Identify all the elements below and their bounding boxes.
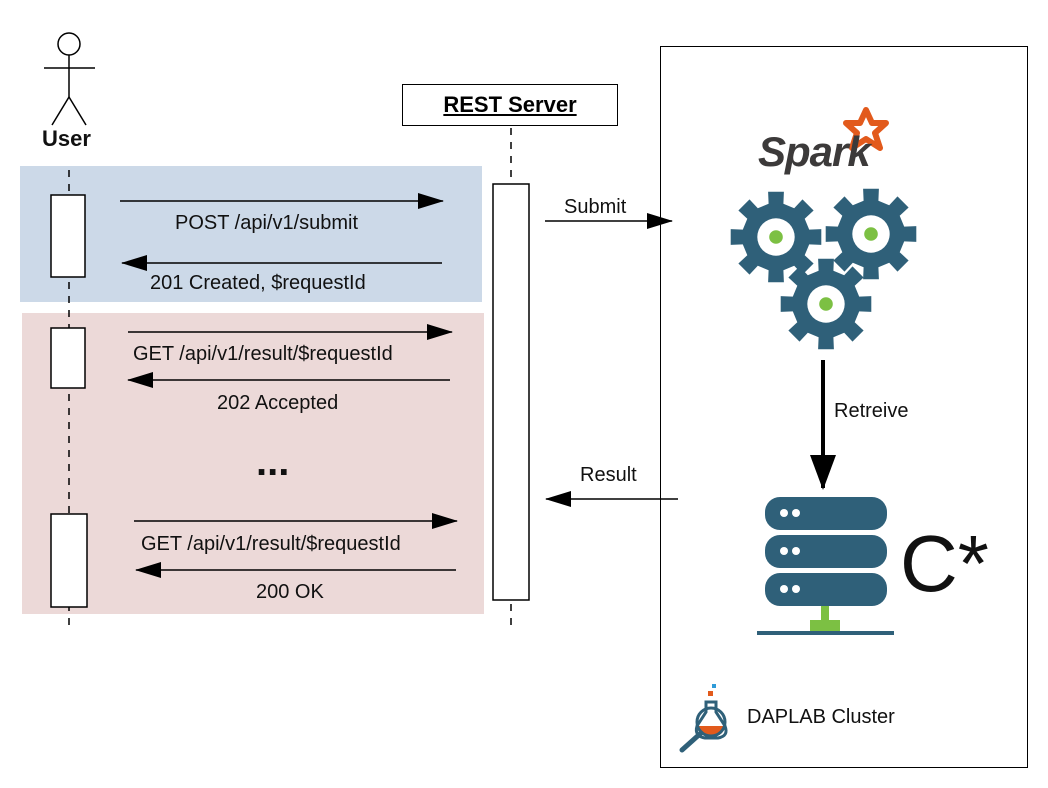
get-result-2-label: GET /api/v1/result/$requestId (141, 533, 401, 555)
submit-label: Submit (564, 196, 627, 218)
rest-server-title: REST Server (443, 92, 577, 117)
spark-star-icon (843, 107, 889, 151)
gear-icon (730, 188, 917, 350)
cassandra-logo-text: C* (900, 519, 989, 608)
ok-label: 200 OK (256, 581, 324, 603)
retrieve-arrow-head (810, 455, 836, 490)
accepted-label: 202 Accepted (217, 392, 339, 414)
cluster-name-label: DAPLAB Cluster (747, 706, 895, 728)
user-activation-2 (50, 327, 86, 389)
user-activation-3 (50, 513, 88, 608)
server-activation (492, 183, 530, 601)
polling-phase-band (22, 313, 484, 614)
post-submit-label: POST /api/v1/submit (175, 212, 359, 234)
stick-figure-icon (44, 32, 95, 126)
database-server-icon (757, 497, 894, 635)
submit-phase-band (20, 166, 482, 302)
gear-hub (864, 227, 878, 241)
gear-hub (769, 230, 783, 244)
retrieve-label: Retreive (834, 400, 909, 422)
rest-server-box: REST Server (402, 84, 618, 126)
user-actor-label: User (42, 126, 91, 151)
user-activation-1 (50, 194, 86, 278)
gear-hub (819, 297, 833, 311)
get-result-1-label: GET /api/v1/result/$requestId (133, 343, 393, 365)
created-label: 201 Created, $requestId (150, 272, 366, 294)
flask-magnifier-icon (679, 684, 728, 753)
daplab-cluster-box (660, 46, 1028, 768)
spark-logo-text: Spark (758, 128, 871, 175)
ellipsis-label: ... (256, 440, 290, 484)
result-label: Result (580, 464, 637, 486)
